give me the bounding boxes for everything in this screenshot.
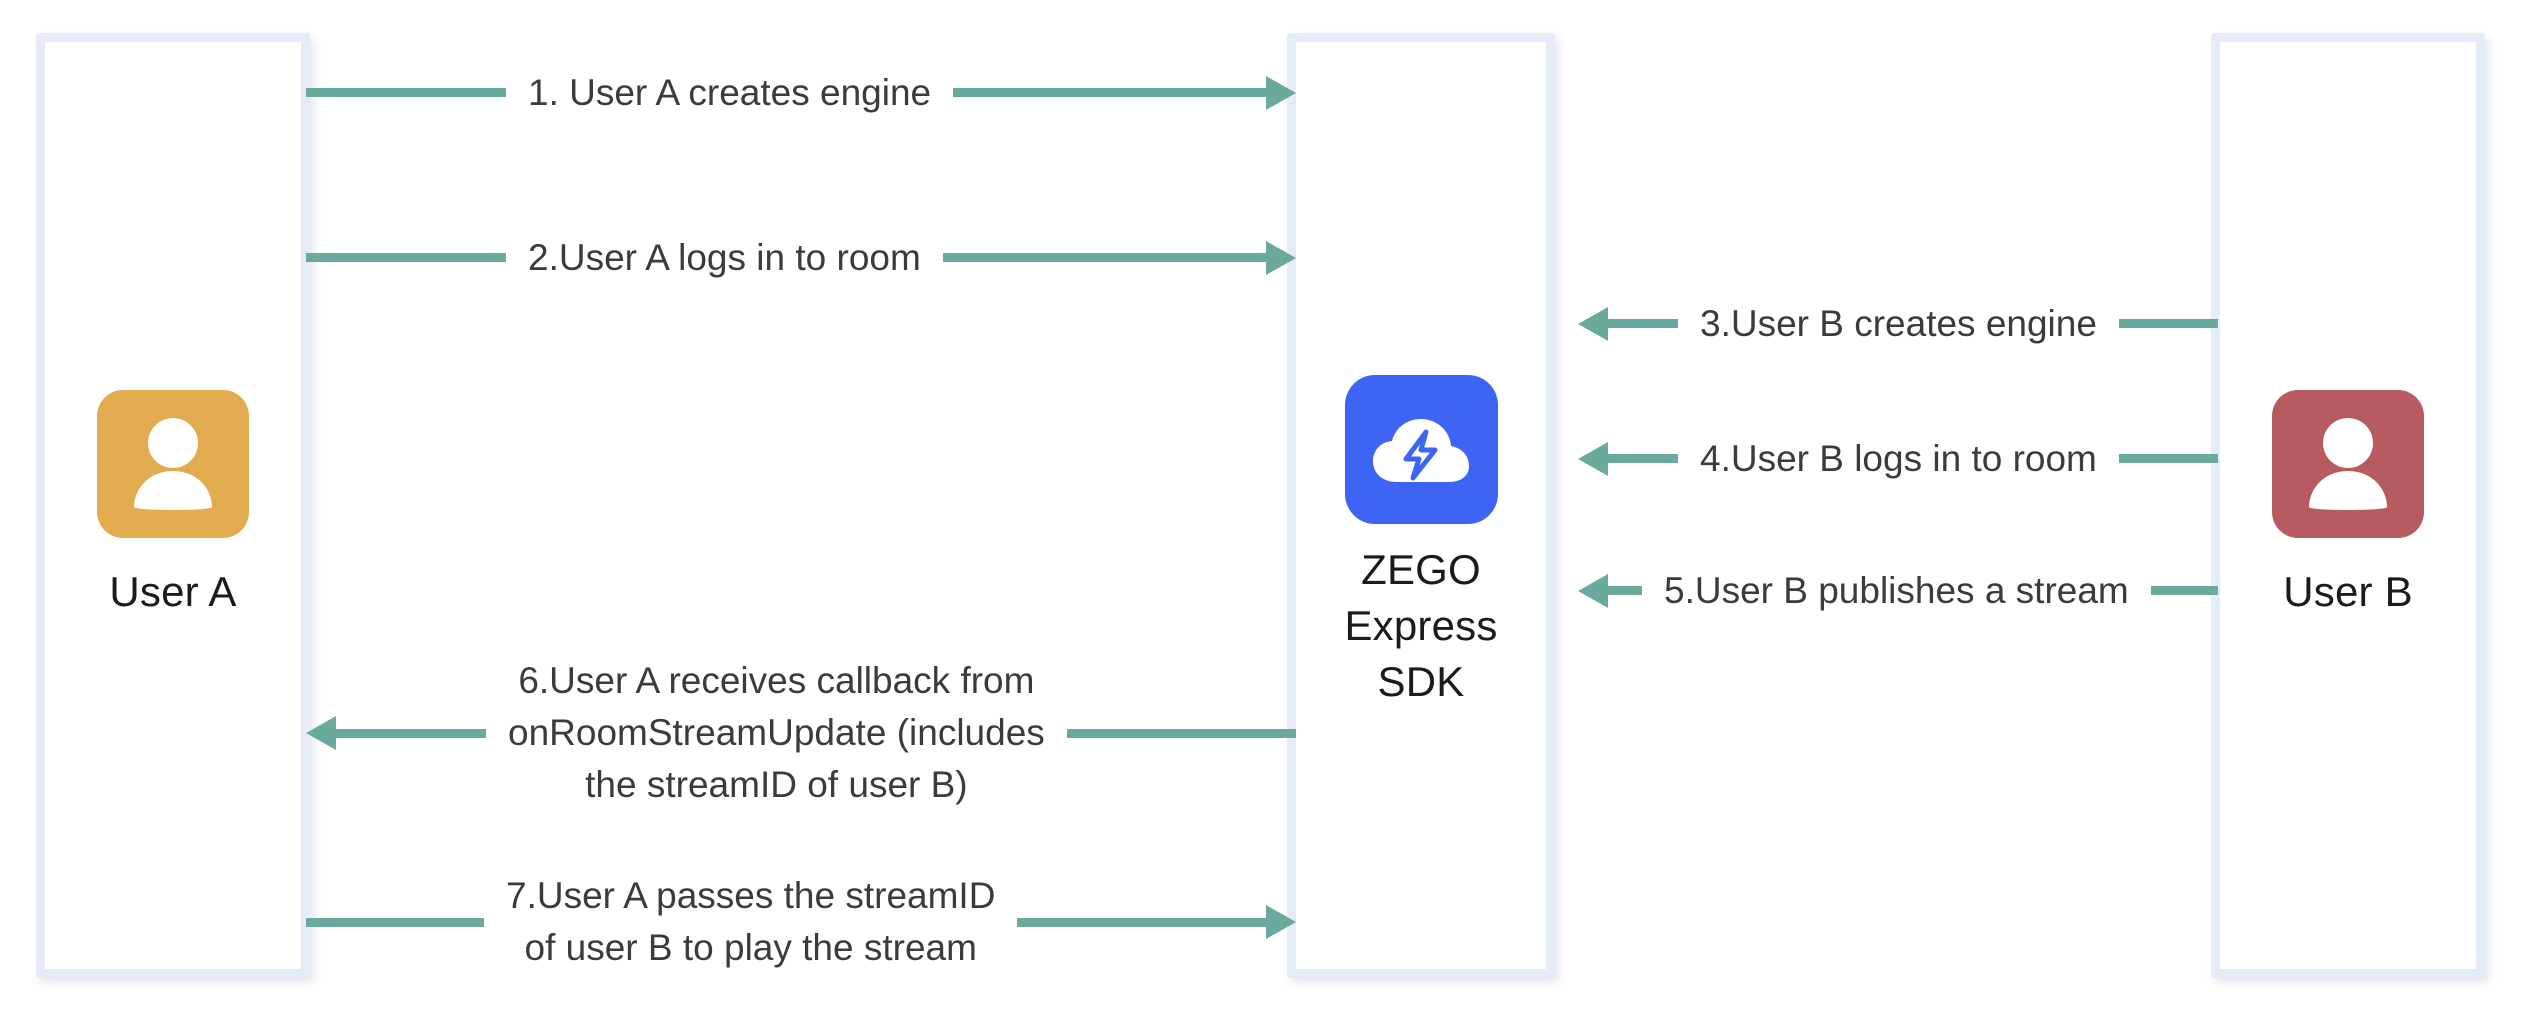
- message-arrow-7: 7.User A passes the streamID of user B t…: [306, 870, 1296, 974]
- message-arrow-5: 5.User B publishes a stream: [1578, 565, 2218, 616]
- arrow-line-right: [2150, 586, 2218, 595]
- arrowhead-right-icon: [1266, 240, 1296, 275]
- arrow-line-left: [1608, 586, 1642, 595]
- arrow-line-left: [306, 88, 506, 97]
- arrow-line-right: [2118, 454, 2218, 463]
- actor-label-user-a: User A: [109, 568, 237, 615]
- actor-label-user-b: User B: [2283, 568, 2413, 615]
- message-label-5: 5.User B publishes a stream: [1664, 570, 2129, 611]
- message-label-6: 6.User A receives callback from onRoomSt…: [508, 660, 1045, 805]
- message-arrow-1: 1. User A creates engine: [306, 67, 1296, 118]
- actor-label-zego-express-sdk: ZEGO Express SDK: [1344, 546, 1498, 705]
- arrow-line-right: [2118, 319, 2218, 328]
- actor-zego-express-sdk: ZEGO Express SDK: [1287, 375, 1555, 710]
- arrow-line-left: [306, 253, 506, 262]
- arrow-line-right: [1017, 917, 1266, 927]
- arrowhead-right-icon: [1266, 75, 1296, 110]
- arrow-line-right: [953, 88, 1266, 97]
- arrowhead-left-icon: [1578, 306, 1608, 341]
- actor-user-b: User B: [2211, 390, 2485, 620]
- arrow-line-right: [942, 253, 1266, 262]
- user-avatar-icon: [97, 390, 249, 538]
- arrowhead-left-icon: [1578, 441, 1608, 476]
- arrowhead-left-icon: [306, 716, 336, 750]
- user-avatar-icon: [2272, 390, 2424, 538]
- message-label-4: 4.User B logs in to room: [1700, 438, 2097, 479]
- arrow-line-left: [306, 917, 484, 927]
- message-label-1: 1. User A creates engine: [528, 72, 932, 113]
- arrow-line-left: [336, 728, 486, 738]
- message-label-2: 2.User A logs in to room: [528, 237, 921, 278]
- arrow-line-left: [1608, 454, 1678, 463]
- message-label-3: 3.User B creates engine: [1700, 303, 2097, 344]
- message-arrow-3: 3.User B creates engine: [1578, 298, 2218, 349]
- zego-cloud-lightning-logo: [1344, 375, 1498, 524]
- arrowhead-right-icon: [1266, 905, 1296, 939]
- message-arrow-2: 2.User A logs in to room: [306, 232, 1296, 283]
- arrow-line-left: [1608, 319, 1678, 328]
- actor-user-a: User A: [36, 390, 310, 620]
- arrow-line-right: [1066, 728, 1296, 738]
- message-label-7: 7.User A passes the streamID of user B t…: [506, 875, 996, 968]
- message-arrow-6: 6.User A receives callback from onRoomSt…: [306, 655, 1296, 811]
- message-arrow-4: 4.User B logs in to room: [1578, 433, 2218, 484]
- arrowhead-left-icon: [1578, 573, 1608, 608]
